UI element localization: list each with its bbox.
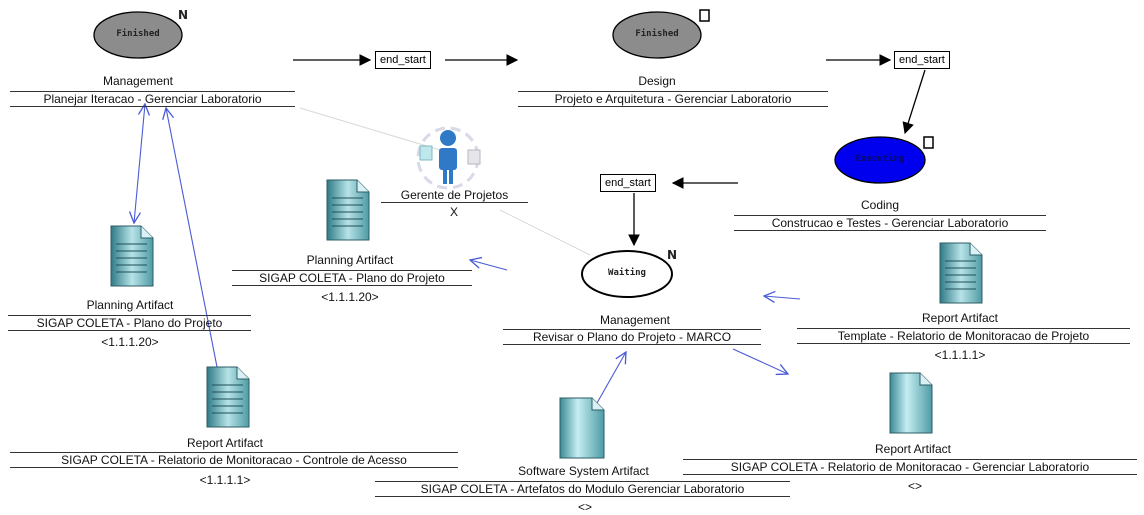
ra-right-type-label: Report Artifact [874, 442, 952, 456]
arrow-endstart2-to-coding [902, 69, 926, 135]
artifact-links [134, 104, 801, 404]
report-artifact-template-icon [939, 242, 983, 304]
pa-mid-version-label: <1.1.1.20> [321, 290, 379, 304]
link-mgmt2-pa-mid [470, 260, 508, 271]
coding-type-label: Coding [860, 198, 900, 212]
activity-mgmt2-node[interactable] [581, 250, 673, 298]
mgmt2-marker: N [667, 248, 678, 262]
design-name-label: Projeto e Arquitetura - Gerenciar Labora… [518, 91, 828, 107]
ra-tpl-type-label: Report Artifact [921, 311, 999, 325]
ssa-type-label: Software System Artifact [518, 464, 649, 478]
link-ra-left-mgmt1 [166, 108, 219, 373]
pa-left-type-label: Planning Artifact [86, 298, 174, 312]
pa-mid-type-label: Planning Artifact [306, 253, 394, 267]
pa-left-name-label: SIGAP COLETA - Plano do Projeto [8, 315, 251, 331]
role-mark-label: X [449, 205, 458, 219]
link-mgmt1-pa-left [134, 104, 145, 223]
ra-left-version-label: <1.1.1.1> [199, 473, 251, 487]
ssa-name-label: SIGAP COLETA - Artefatos do Modulo Geren… [375, 481, 790, 497]
link-mgmt2-raright [732, 348, 788, 374]
activity-mgmt1-node[interactable] [93, 11, 183, 59]
pa-mid-name-label: SIGAP COLETA - Plano do Projeto [232, 270, 472, 286]
activity-design-node[interactable] [612, 9, 710, 59]
link-ssa-mgmt2 [596, 352, 626, 404]
mgmt1-type-label: Management [102, 74, 174, 88]
coding-name-label: Construcao e Testes - Gerenciar Laborato… [734, 215, 1046, 231]
ra-right-version-label: <> [907, 479, 922, 493]
ssa-version-label: <> [577, 500, 592, 514]
sequence-arrows [293, 54, 926, 247]
mgmt2-state-text: Waiting [608, 268, 646, 278]
role-name-label: Gerente de Projetos [381, 188, 528, 203]
design-type-label: Design [638, 74, 676, 88]
planning-artifact-left-icon [110, 225, 154, 287]
mgmt2-name-label: Revisar o Plano do Projeto - MARCO [503, 329, 761, 345]
report-artifact-right-icon [889, 372, 933, 434]
mgmt1-state-text: Finished [116, 29, 160, 39]
link-ratpl-mgmt2 [764, 296, 801, 299]
end-start-connector-2[interactable]: end_start [894, 51, 950, 69]
mgmt1-marker: N [178, 8, 189, 22]
ra-left-type-label: Report Artifact [186, 436, 264, 450]
design-state-text: Finished [635, 29, 679, 39]
ra-right-name-label: SIGAP COLETA - Relatorio de Monitoracao … [683, 459, 1137, 475]
software-system-artifact-icon [559, 397, 605, 459]
mgmt1-name-label: Planejar Iteracao - Gerenciar Laboratori… [10, 91, 295, 107]
report-artifact-left-icon [206, 366, 250, 428]
end-start-connector-3[interactable]: end_start [600, 174, 656, 192]
doc-icons [110, 179, 983, 459]
ra-tpl-version-label: <1.1.1.1> [934, 348, 986, 362]
pa-left-version-label: <1.1.1.20> [101, 335, 159, 349]
mgmt2-type-label: Management [599, 313, 671, 327]
coding-state-text: Executing [855, 154, 905, 164]
end-start-connector-1[interactable]: end_start [375, 51, 431, 69]
planning-artifact-mid-icon [326, 179, 370, 241]
ra-tpl-name-label: Template - Relatorio de Monitoracao de P… [797, 328, 1130, 344]
activity-coding-node[interactable] [834, 136, 934, 184]
association-lines [299, 107, 591, 256]
project-manager-role-icon [416, 126, 481, 190]
ra-left-name-label: SIGAP COLETA - Relatorio de Monitoracao … [10, 452, 458, 468]
